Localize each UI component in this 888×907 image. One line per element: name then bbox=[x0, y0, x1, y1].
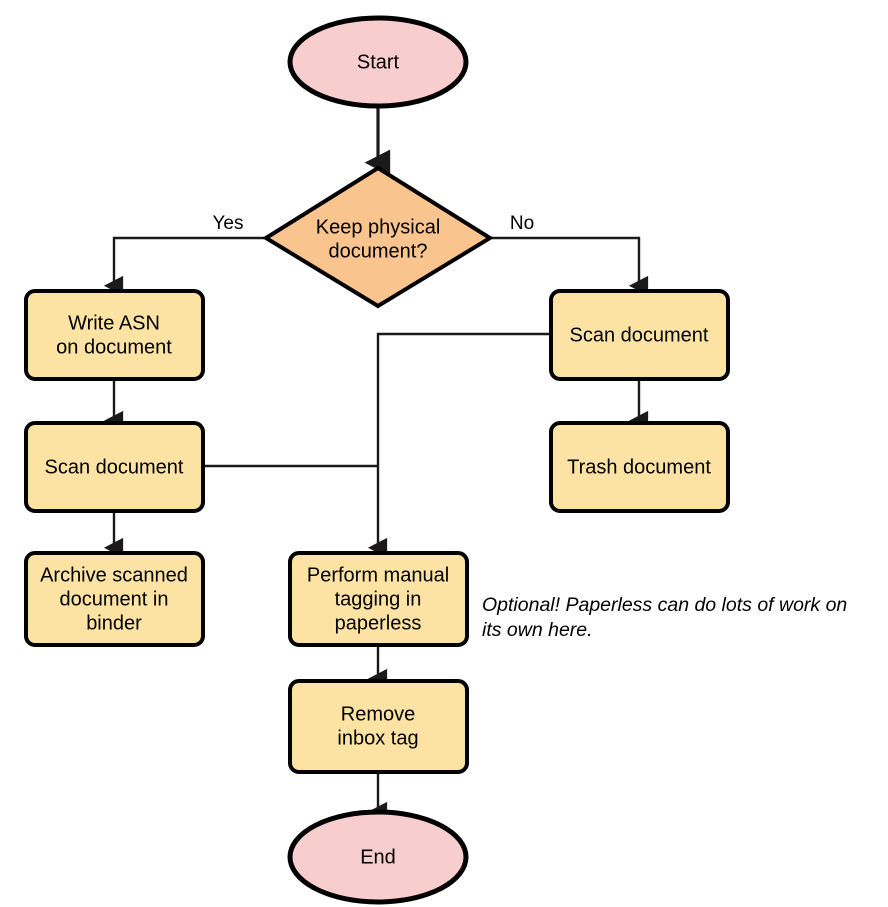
annotation-line1: Optional! Paperless can do lots of work … bbox=[482, 594, 847, 616]
trash-box bbox=[549, 421, 730, 513]
tagging-label-line3: paperless bbox=[335, 612, 422, 634]
node-start[interactable]: Start bbox=[287, 15, 469, 109]
node-perform-manual-tagging[interactable]: Perform manual tagging in paperless bbox=[288, 551, 469, 647]
tagging-label-line2: tagging in bbox=[335, 588, 422, 610]
tagging-label-line1: Perform manual bbox=[307, 564, 449, 586]
node-write-asn-on-document[interactable]: Write ASN on document bbox=[24, 289, 205, 381]
decision-diamond bbox=[262, 165, 494, 309]
edge-group bbox=[103, 106, 649, 822]
remove-inbox-label-line1: Remove bbox=[341, 703, 415, 725]
decision-label-line1: Keep physical bbox=[316, 216, 441, 238]
start-label: Start bbox=[357, 51, 400, 73]
annotation-note: Optional! Paperless can do lots of work … bbox=[482, 594, 847, 641]
node-end[interactable]: End bbox=[287, 809, 469, 905]
edge-scan-right-to-tagging bbox=[367, 332, 551, 558]
node-decision-keep-physical-document[interactable]: Keep physical document? bbox=[262, 165, 494, 309]
write-asn-label-line2: on document bbox=[56, 336, 172, 358]
end-ellipse bbox=[287, 809, 469, 905]
archive-label-line3: binder bbox=[86, 612, 142, 634]
write-asn-box bbox=[24, 289, 205, 381]
trash-label: Trash document bbox=[567, 456, 711, 478]
tagging-box bbox=[288, 551, 469, 647]
scan-left-label: Scan document bbox=[45, 456, 184, 478]
end-label: End bbox=[360, 846, 396, 868]
start-ellipse bbox=[287, 15, 469, 109]
write-asn-label-line1: Write ASN bbox=[68, 312, 160, 334]
node-scan-document-right[interactable]: Scan document bbox=[549, 289, 730, 381]
scan-left-box bbox=[24, 421, 205, 513]
node-scan-document-left[interactable]: Scan document bbox=[24, 421, 205, 513]
edge-label-no: No bbox=[510, 213, 534, 234]
edge-decision-no-to-scan-right bbox=[490, 236, 649, 296]
decision-label-line2: document? bbox=[329, 240, 428, 262]
annotation-line2: its own here. bbox=[482, 619, 593, 641]
node-archive-scanned-document[interactable]: Archive scanned document in binder bbox=[24, 551, 205, 647]
remove-inbox-box bbox=[288, 679, 469, 774]
scan-right-box bbox=[549, 289, 730, 381]
archive-label-line2: document in bbox=[60, 588, 169, 610]
archive-label-line1: Archive scanned bbox=[40, 564, 188, 586]
remove-inbox-label-line2: inbox tag bbox=[337, 727, 418, 749]
node-trash-document[interactable]: Trash document bbox=[549, 421, 730, 513]
edge-decision-yes-to-write-asn bbox=[103, 236, 265, 296]
edge-label-yes: Yes bbox=[213, 213, 244, 234]
scan-right-label: Scan document bbox=[570, 324, 709, 346]
node-remove-inbox-tag[interactable]: Remove inbox tag bbox=[288, 679, 469, 774]
archive-box bbox=[24, 551, 205, 647]
